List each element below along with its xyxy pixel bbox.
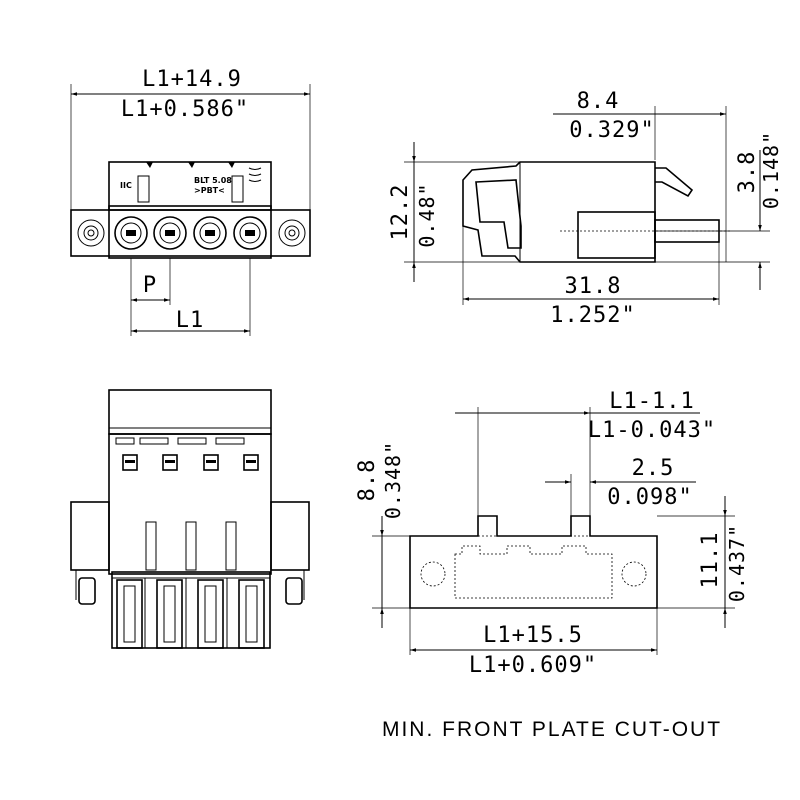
top-mm-label: 8.8 xyxy=(355,459,380,502)
cutout-height-mm-label: 11.1 xyxy=(698,532,723,589)
step-inch-label: 0.098" xyxy=(607,485,692,510)
cutout-view: L1-1.1 L1-0.043" 2.5 0.098" 8.8 0.348" 1… xyxy=(355,389,749,741)
cutout-height-inch-label: 0.437" xyxy=(725,524,749,602)
side-body xyxy=(462,161,656,263)
inner-width-inch-label: L1-0.043" xyxy=(588,418,716,443)
side-view: 8.4 0.329" 3.8 0.148" 12.2 0.48" 31.8 1.… xyxy=(388,89,783,328)
cutout-outline xyxy=(409,515,658,609)
marking-product: BLT 5.08 xyxy=(194,176,232,185)
top-inch-label: 0.348" xyxy=(381,441,405,519)
depth-mm-label: 8.4 xyxy=(577,89,620,114)
inner-width-mm-label: L1-1.1 xyxy=(609,389,694,414)
length-inch-label: 1.252" xyxy=(550,303,635,328)
front-view: L1+14.9 L1+0.586" IIC BLT 5.08 >PBT< xyxy=(70,67,311,336)
flange xyxy=(70,209,311,257)
marking-iic: IIC xyxy=(120,181,132,190)
pitch-label: P xyxy=(143,273,157,298)
overall-width-inch-label: L1+0.586" xyxy=(121,97,249,122)
length-mm-label: 31.8 xyxy=(565,274,622,299)
plan-view xyxy=(70,389,310,649)
l1-label: L1 xyxy=(176,308,205,333)
logo-mark xyxy=(248,167,262,182)
plan-lower-connector xyxy=(111,571,271,649)
depth-inch-label: 0.329" xyxy=(569,118,654,143)
marking-material: >PBT< xyxy=(194,186,225,195)
cutout-width-inch-label: L1+0.609" xyxy=(469,653,597,678)
terminal-screws xyxy=(114,216,267,250)
cutout-width-mm-label: L1+15.5 xyxy=(483,623,583,648)
step-mm-label: 2.5 xyxy=(632,456,675,481)
height-mm-label: 12.2 xyxy=(388,184,413,241)
plan-housing-top xyxy=(108,389,272,435)
plan-flange-right xyxy=(270,501,310,571)
latch xyxy=(655,167,694,198)
overall-width-mm-label: L1+14.9 xyxy=(142,67,242,92)
plan-flange-left xyxy=(70,501,110,571)
housing-top xyxy=(108,161,272,211)
height-inch-label: 0.48" xyxy=(415,182,439,247)
offset-mm-label: 3.8 xyxy=(735,151,760,194)
cutout-caption: MIN. FRONT PLATE CUT-OUT xyxy=(382,718,722,741)
offset-inch-label: 0.148" xyxy=(759,131,783,209)
